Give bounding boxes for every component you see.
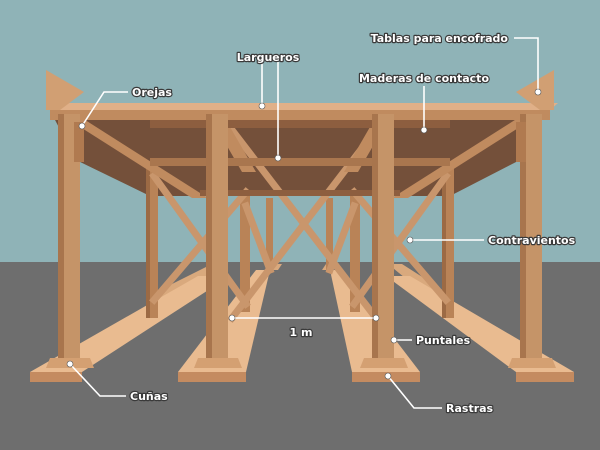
label-rastras: Rastras [384, 372, 495, 416]
dimension-label: 1 m [290, 326, 313, 339]
label-puntales: Puntales [390, 333, 472, 348]
dimension-1m: 1 m [228, 314, 380, 340]
contravientos-label: Contravientos [488, 234, 576, 247]
maderas-label: Maderas de contacto [359, 72, 489, 85]
label-contravientos: Contravientos [406, 233, 577, 248]
puntales-front [58, 114, 542, 364]
orejas-label: Orejas [132, 86, 172, 99]
largueros-label: Largueros [237, 51, 300, 64]
orejas-cleats [74, 122, 526, 162]
label-maderas: Maderas de contacto [358, 71, 491, 134]
label-orejas: Orejas [78, 85, 174, 130]
label-largueros: Largueros [236, 50, 301, 162]
deck-underside [54, 118, 540, 196]
puntales-rear [146, 168, 454, 318]
left-end-board [46, 70, 84, 110]
puntales-label: Puntales [416, 334, 471, 347]
tablas-label: Tablas para encofrado [371, 32, 509, 45]
tablas-deck [50, 103, 558, 196]
cunas-label: Cuñas [130, 390, 168, 403]
right-end-board [516, 70, 554, 110]
rastras-label: Rastras [446, 402, 494, 415]
label-tablas: Tablas para encofrado [369, 31, 542, 96]
label-cunas: Cuñas [66, 360, 169, 404]
